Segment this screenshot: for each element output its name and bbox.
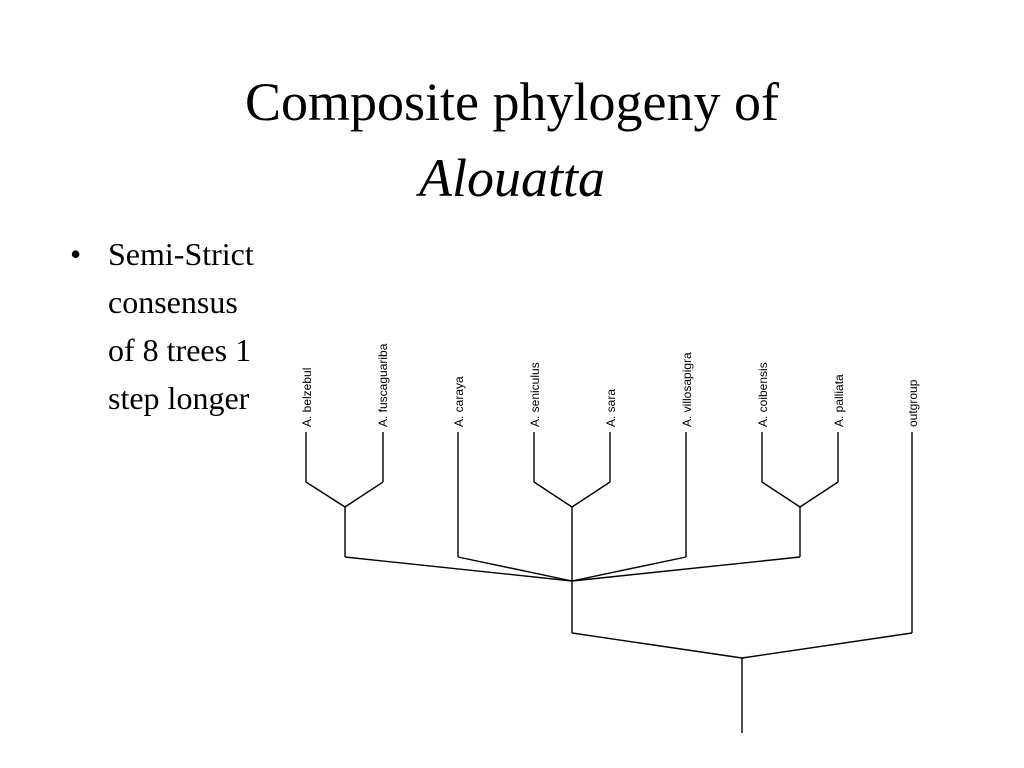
bullet-line-2: consensus <box>108 284 238 320</box>
taxon-label-villosapigra: A. villosapigra <box>680 352 694 427</box>
title-line-1: Composite phylogeny of <box>245 72 779 132</box>
taxon-label-outgroup: outgroup <box>906 379 920 427</box>
taxon-label-seniculus: A. seniculus <box>528 362 542 427</box>
taxon-label-coibensis: A. coibensis <box>756 362 770 427</box>
branch-fuscaguariba-diag <box>344 481 384 508</box>
taxon-label-palliata: A. palliata <box>832 374 846 427</box>
branch-palliata-diag <box>799 481 839 508</box>
bullet-line-3: of 8 trees 1 <box>108 332 252 368</box>
branch-coibensis-diag <box>761 481 801 508</box>
branch-belzebul-diag <box>305 481 346 508</box>
title-line-2-genus: Alouatta <box>419 148 605 208</box>
branch-seniculus-diag <box>533 481 573 508</box>
bullet-item: • Semi-Strict consensus of 8 trees 1 ste… <box>70 230 254 422</box>
taxon-label-sara: A. sara <box>604 389 618 427</box>
branch-clade-belzebul-fuscaguariba-diag <box>344 556 573 582</box>
branch-sara-diag <box>571 481 611 508</box>
branch-caraya-diag <box>457 556 573 582</box>
taxon-label-caraya: A. caraya <box>452 376 466 427</box>
taxon-label-belzebul: A. belzebul <box>300 368 314 427</box>
bullet-list: • Semi-Strict consensus of 8 trees 1 ste… <box>70 230 254 422</box>
branch-alouatta-ingroup-diag <box>571 632 743 659</box>
branch-villosapigra-diag <box>571 556 687 582</box>
branch-outgroup-diag <box>741 632 913 659</box>
bullet-line-1: Semi-Strict <box>108 236 254 272</box>
taxon-label-fuscaguariba: A. fuscaguariba <box>376 343 390 427</box>
slide-title: Composite phylogeny of Alouatta <box>0 64 1024 216</box>
branch-clade-coibensis-palliata-diag <box>571 556 801 582</box>
bullet-dot: • <box>70 236 82 272</box>
bullet-line-4: step longer <box>108 380 250 416</box>
